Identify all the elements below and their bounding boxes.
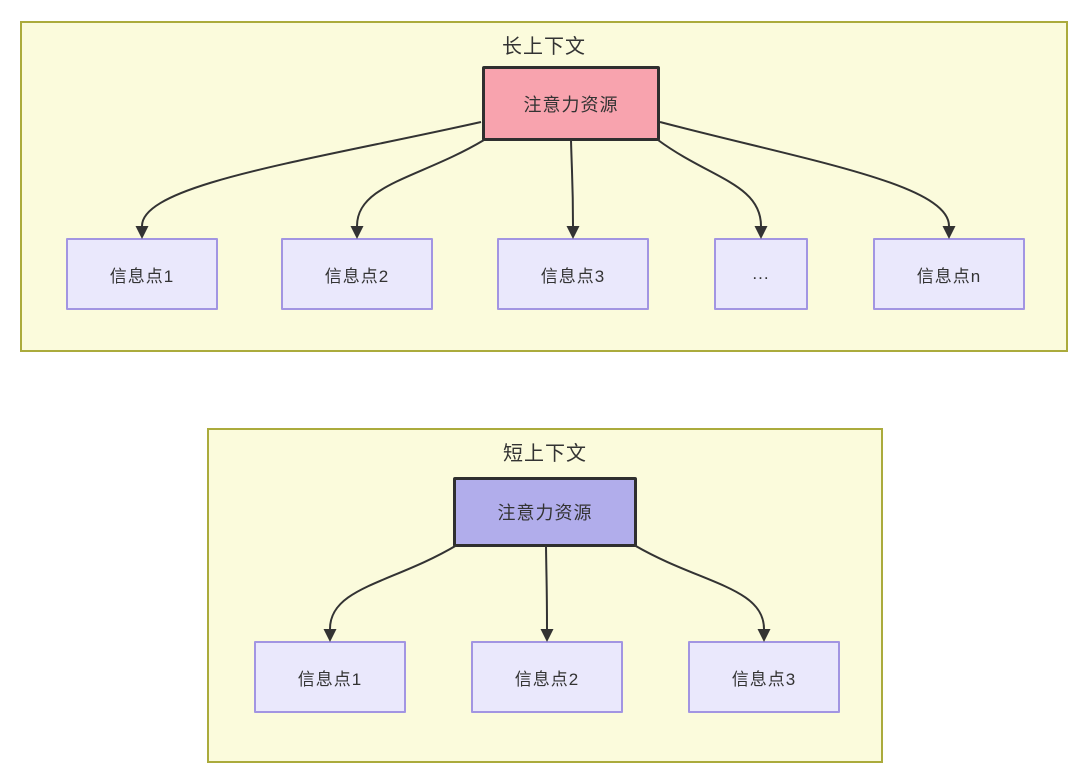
attention-resource-box-short: 注意力资源	[453, 477, 637, 547]
info-box: 信息点3	[688, 641, 840, 713]
info-box: 信息点n	[873, 238, 1025, 310]
long-context-title: 长上下文	[502, 36, 586, 58]
attention-resource-box-long: 注意力资源	[482, 66, 660, 141]
info-box: ...	[714, 238, 808, 310]
info-box: 信息点2	[471, 641, 623, 713]
info-box: 信息点1	[254, 641, 406, 713]
info-box: 信息点2	[281, 238, 433, 310]
info-box: 信息点3	[497, 238, 649, 310]
short-context-title: 短上下文	[503, 443, 587, 465]
info-box: 信息点1	[66, 238, 218, 310]
